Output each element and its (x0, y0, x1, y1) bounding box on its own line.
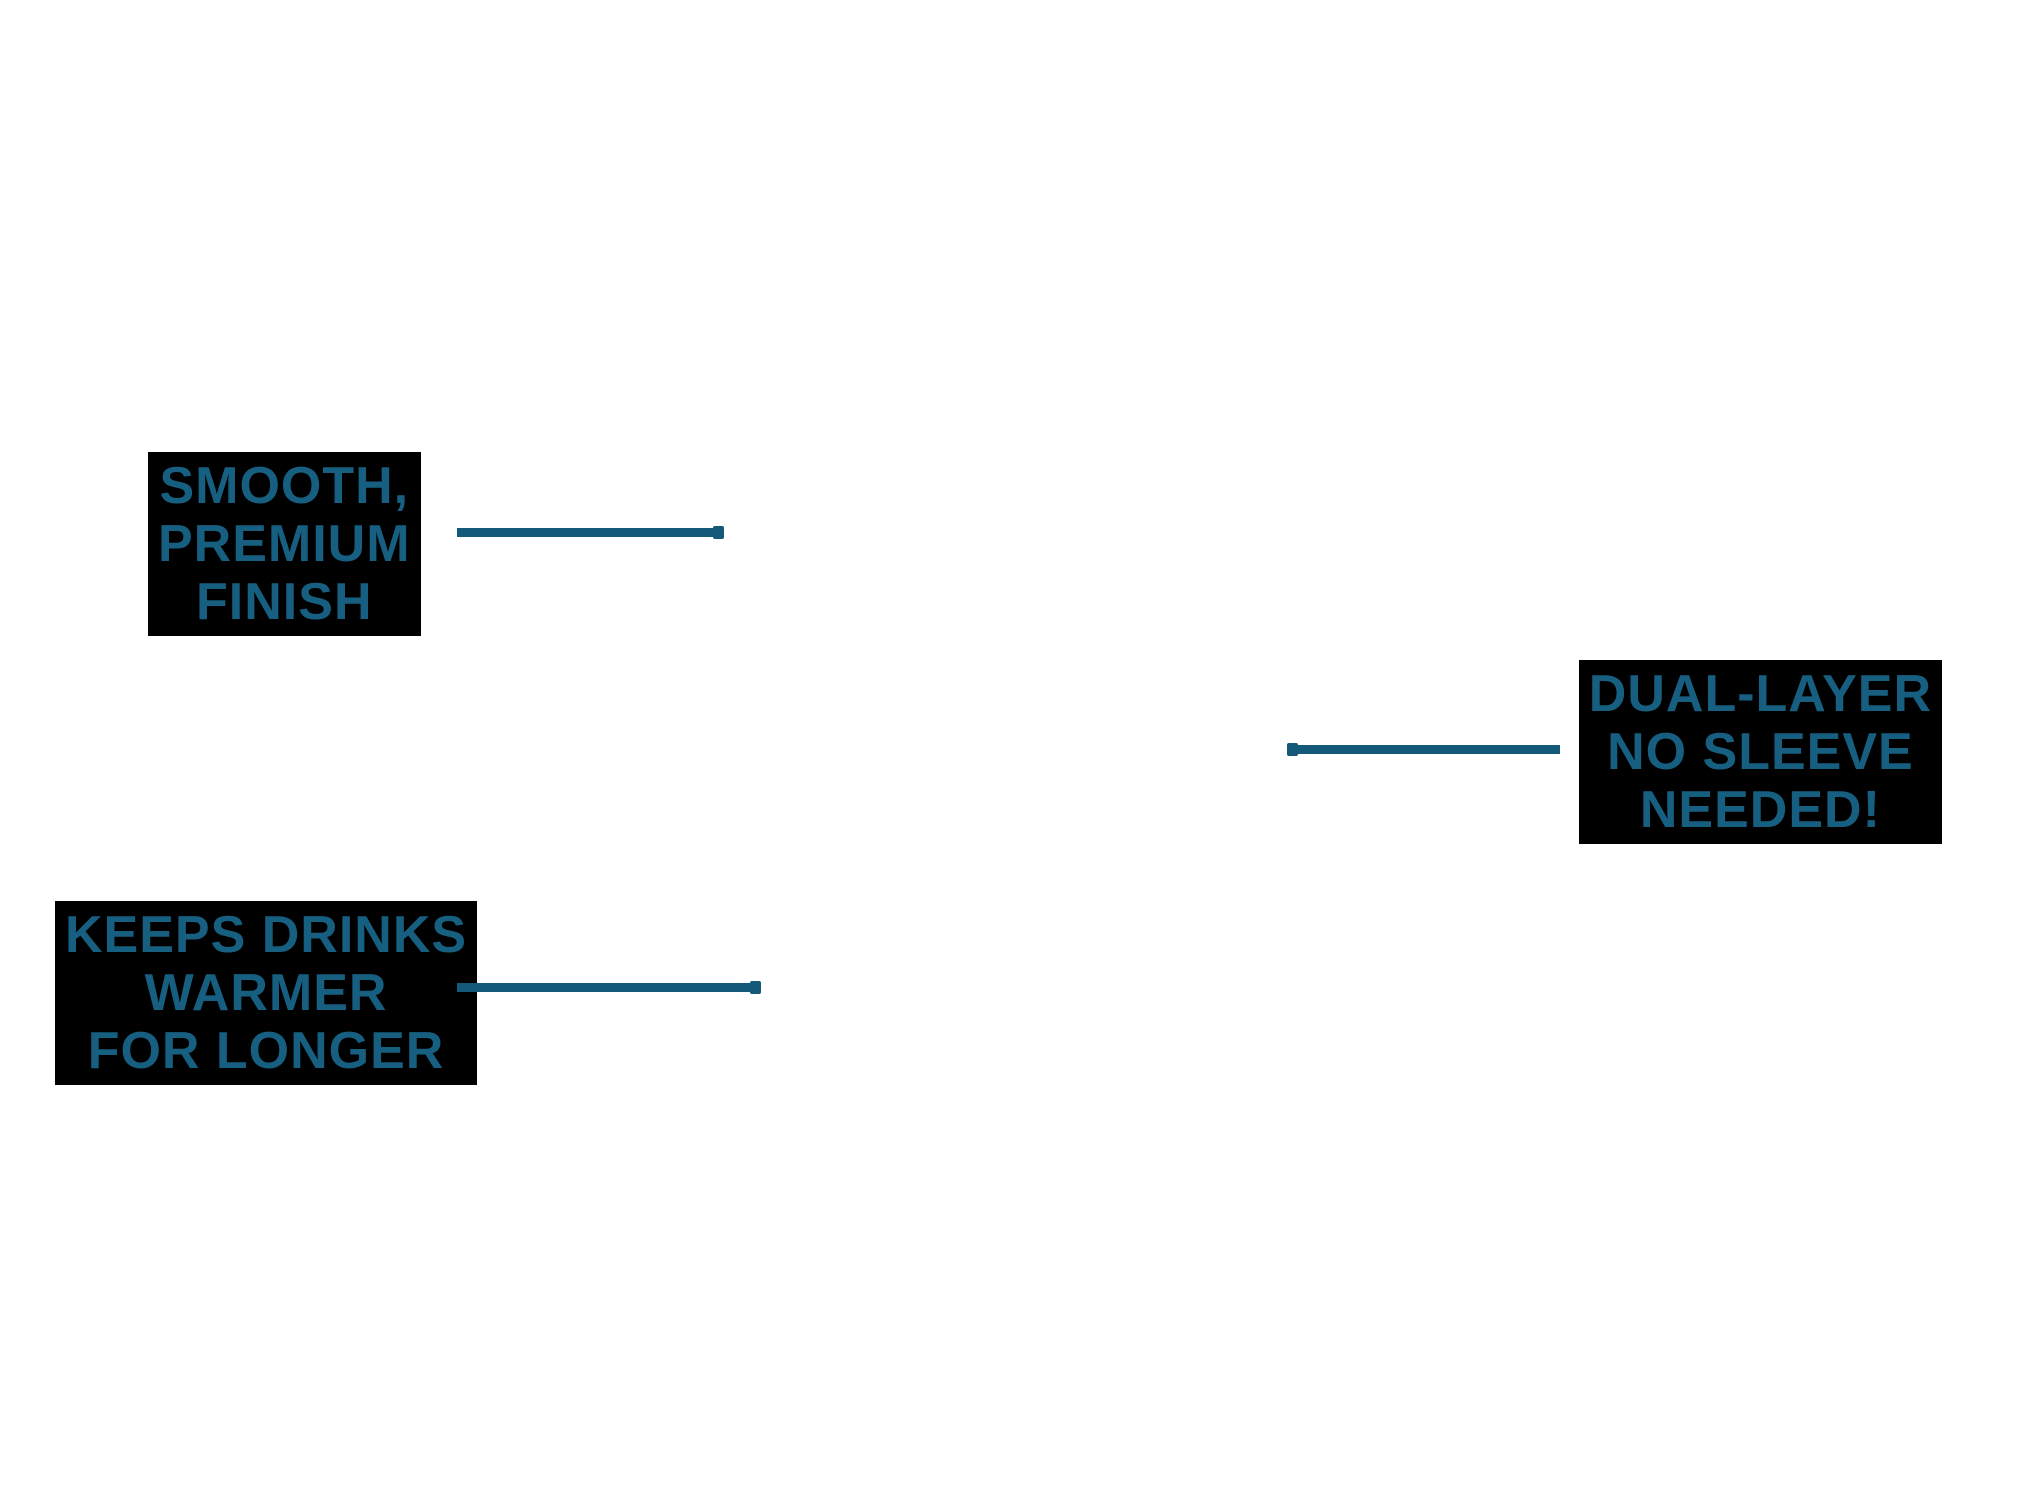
callout-text-line: KEEPS DRINKS (65, 906, 468, 964)
callout-text-line: NO SLEEVE (1607, 723, 1914, 781)
callout-dual-layer-no-sleeve: DUAL-LAYER NO SLEEVE NEEDED! (1578, 660, 1942, 844)
callout-text-line: PREMIUM (158, 515, 411, 573)
callout-text-line: NEEDED! (1639, 781, 1881, 839)
leader-line-smooth-premium-finish (457, 526, 724, 539)
leader-line-dual-layer-no-sleeve (1287, 743, 1560, 756)
callout-keeps-drinks-warmer: KEEPS DRINKS WARMER FOR LONGER (55, 901, 478, 1085)
callout-text-line: FOR LONGER (87, 1022, 445, 1080)
leader-line-keeps-drinks-warmer (457, 981, 761, 994)
callout-text-line: FINISH (196, 573, 373, 631)
callout-text-line: WARMER (144, 964, 388, 1022)
callout-text-line: SMOOTH, (159, 457, 410, 515)
callout-smooth-premium-finish: SMOOTH, PREMIUM FINISH (148, 452, 421, 636)
callout-text-line: DUAL-LAYER (1588, 665, 1932, 723)
